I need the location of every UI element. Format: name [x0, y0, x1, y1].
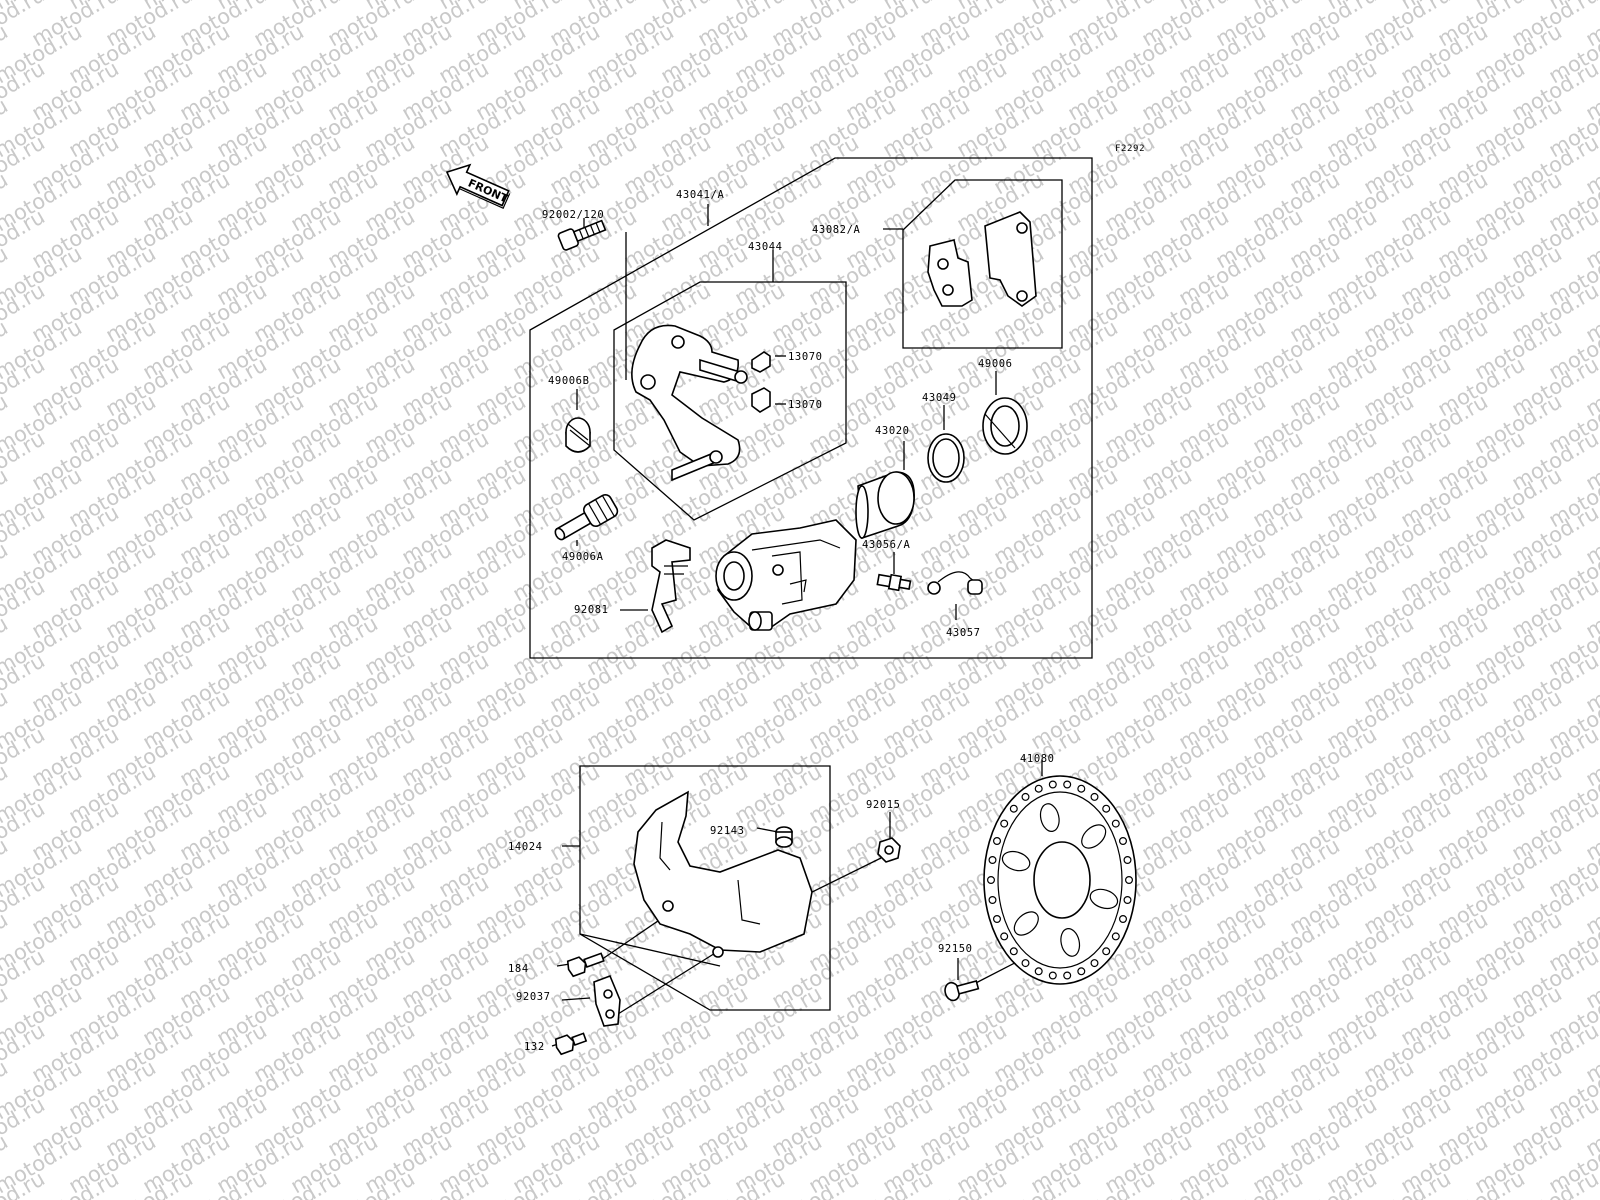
label-43082-a: 43082/A — [812, 224, 861, 236]
nut-92015 — [877, 837, 901, 863]
clamp-92037 — [593, 974, 621, 1027]
label-43041-a: 43041/A — [676, 189, 725, 201]
label-92002-120: 92002/120 — [542, 209, 604, 221]
seal-49006 — [982, 397, 1028, 455]
label-92081: 92081 — [574, 604, 609, 616]
brake-disc-41080 — [983, 775, 1137, 985]
label-14024: 14024 — [508, 841, 543, 853]
label-43057: 43057 — [946, 627, 981, 639]
label-49006: 49006 — [978, 358, 1013, 370]
label-43020: 43020 — [875, 425, 910, 437]
label-184: 184 — [508, 963, 529, 975]
label-92143: 92143 — [710, 825, 745, 837]
figure-code: F2292 — [1115, 144, 1145, 154]
o-ring-43049 — [927, 433, 965, 483]
label-92150: 92150 — [938, 943, 973, 955]
label-92037: 92037 — [516, 991, 551, 1003]
label-49006a: 49006A — [562, 551, 604, 563]
label-49006b: 49006B — [548, 375, 590, 387]
label-13070-b: 13070 — [788, 399, 823, 411]
label-43049: 43049 — [922, 392, 957, 404]
label-92015: 92015 — [866, 799, 901, 811]
label-41080: 41080 — [1020, 753, 1055, 765]
boot-49006b — [565, 417, 591, 453]
label-13070-a: 13070 — [788, 351, 823, 363]
label-132: 132 — [524, 1041, 545, 1053]
label-43044: 43044 — [748, 241, 783, 253]
collar-92143 — [775, 826, 793, 848]
label-43056-a: 43056/A — [862, 539, 911, 551]
